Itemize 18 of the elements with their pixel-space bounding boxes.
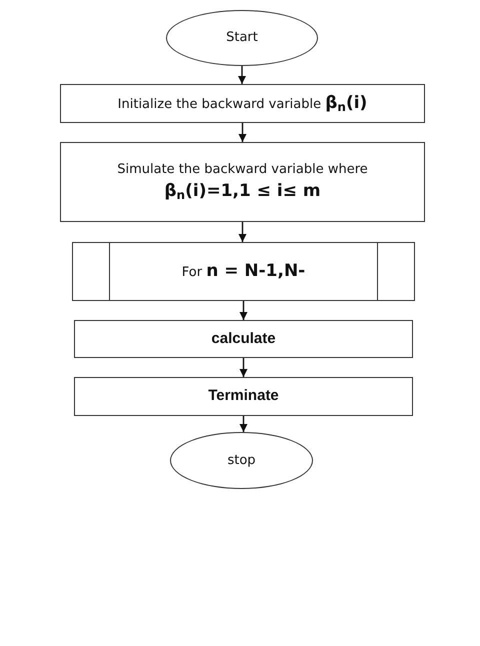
node-text: calculate [210,328,277,349]
node-text: Start [225,29,259,48]
node-text: For n = N-1,N- [180,260,306,283]
node-text: Terminate [207,386,280,406]
node-text: stop [226,452,257,470]
arrow [240,301,248,320]
arrow [240,358,248,377]
predefined-process-box [72,242,415,301]
process-box [74,320,413,358]
process-box [60,142,425,222]
arrow [238,222,246,242]
node-text: Initialize the backward variable β$_{n}$(i) [116,92,368,116]
arrow [238,66,246,84]
arrow [240,416,248,432]
node-text: Simulate the backward variable where β$_{n}$(i)=1,1 ≤ i≤ m [116,160,369,204]
arrow [238,123,246,142]
process-box [60,84,425,123]
process-box [74,377,413,416]
